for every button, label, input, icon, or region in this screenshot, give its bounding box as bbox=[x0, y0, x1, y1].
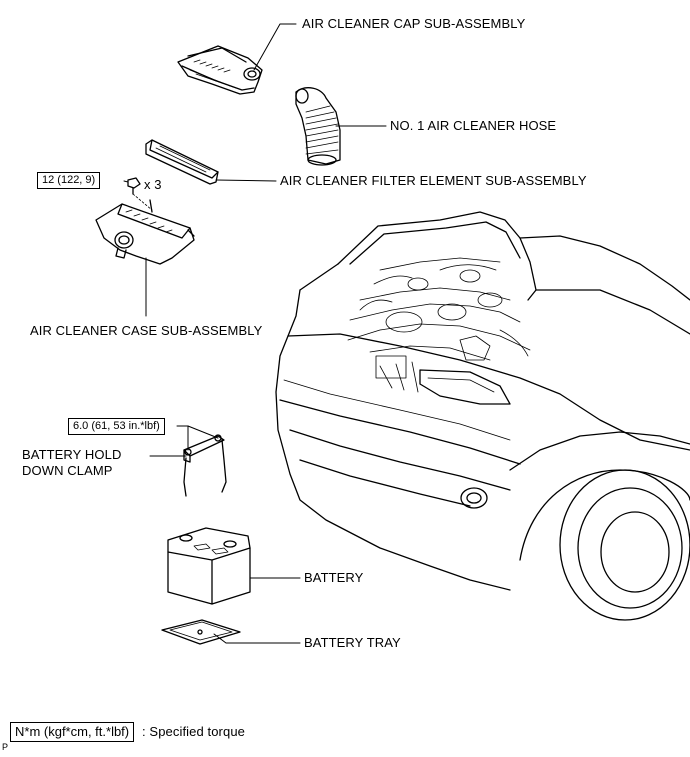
case-bolt-quantity: x 3 bbox=[144, 177, 162, 192]
hold-down-clamp-label-line2: DOWN CLAMP bbox=[22, 463, 113, 478]
clamp-nut-torque-box: 6.0 (61, 53 in.*lbf) bbox=[68, 418, 165, 435]
air-cleaner-case-label: AIR CLEANER CASE SUB-ASSEMBLY bbox=[30, 323, 263, 338]
leader-lines bbox=[123, 23, 387, 644]
air-cleaner-case-drawing bbox=[95, 199, 195, 265]
corner-mark: P bbox=[2, 742, 9, 752]
legend-unit-box: N*m (kgf*cm, ft.*lbf) bbox=[10, 722, 135, 742]
battery-tray-label: BATTERY TRAY bbox=[304, 635, 401, 650]
hold-down-clamp-drawing bbox=[183, 434, 227, 497]
vehicle-drawing bbox=[275, 211, 690, 621]
filter-element-label: AIR CLEANER FILTER ELEMENT SUB-ASSEMBLY bbox=[280, 173, 587, 188]
battery-label: BATTERY bbox=[304, 570, 364, 585]
case-bolt-torque-box: 12 (122, 9) bbox=[37, 172, 101, 189]
battery-drawing bbox=[167, 527, 251, 605]
case-bolt-drawing bbox=[127, 177, 153, 211]
filter-element-drawing bbox=[145, 139, 219, 185]
legend-description: : Specified torque bbox=[142, 724, 245, 739]
air-cleaner-hose-label: NO. 1 AIR CLEANER HOSE bbox=[390, 118, 557, 133]
air-cleaner-cap-label: AIR CLEANER CAP SUB-ASSEMBLY bbox=[302, 16, 526, 31]
battery-tray-drawing bbox=[161, 619, 241, 645]
hold-down-clamp-label-line1: BATTERY HOLD bbox=[22, 447, 122, 462]
air-cleaner-hose-drawing bbox=[295, 87, 341, 166]
air-cleaner-cap-drawing bbox=[177, 45, 263, 95]
